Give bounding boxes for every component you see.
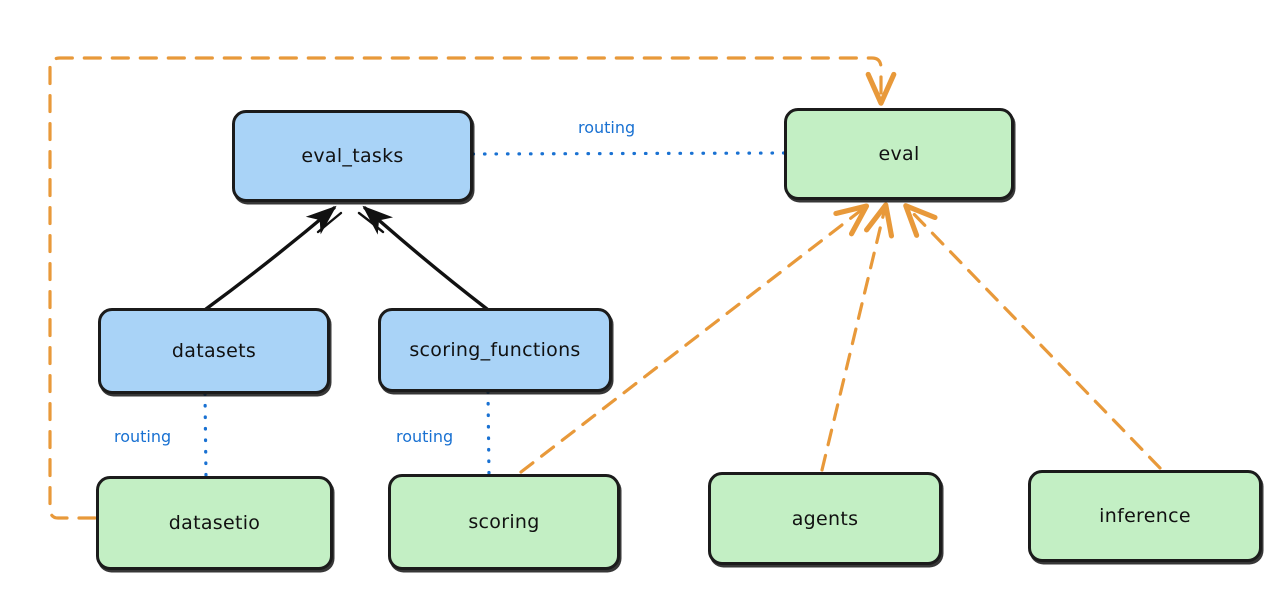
edge-label-routing-eval_tasks-eval: routing — [578, 118, 636, 137]
edge-scoring_functions-to-eval_tasks — [362, 205, 489, 311]
edge-label-routing-datasets-datasetio: routing — [114, 427, 172, 446]
edge-scoring_functions-to-eval_tasks-barb — [357, 211, 385, 234]
edge-scoring_functions-to-scoring — [486, 390, 491, 478]
node-label-datasets: datasets — [171, 340, 257, 362]
edge-datasets-to-eval_tasks-barb — [316, 211, 343, 234]
node-eval[interactable]: eval — [784, 108, 1014, 200]
node-scoring[interactable]: scoring — [388, 474, 620, 570]
node-datasetio[interactable]: datasetio — [96, 476, 333, 570]
node-label-inference: inference — [1099, 505, 1191, 527]
edge-datasetio-to-eval — [48, 56, 897, 520]
node-label-eval: eval — [878, 143, 920, 165]
node-label-agents: agents — [791, 507, 859, 530]
node-label-scoring: scoring — [468, 511, 540, 533]
node-label-eval_tasks: eval_tasks — [301, 145, 404, 167]
edge-scoring-to-eval — [519, 203, 870, 474]
node-eval_tasks[interactable]: eval_tasks — [232, 110, 473, 202]
edge-eval_tasks-to-eval — [471, 151, 786, 156]
edge-datasets-to-eval_tasks — [204, 205, 337, 311]
node-datasets[interactable]: datasets — [98, 308, 330, 394]
edge-inference-to-eval — [903, 203, 1162, 470]
edge-datasets-to-datasetio — [203, 392, 208, 479]
edge-label-routing-scoring_functions-scoring: routing — [396, 427, 454, 446]
node-label-datasetio: datasetio — [168, 512, 261, 534]
edge-agents-to-eval — [820, 202, 895, 472]
node-scoring_functions[interactable]: scoring_functions — [378, 308, 612, 392]
node-inference[interactable]: inference — [1028, 470, 1262, 562]
node-label-scoring_functions: scoring_functions — [409, 339, 581, 361]
node-agents[interactable]: agents — [708, 472, 942, 565]
